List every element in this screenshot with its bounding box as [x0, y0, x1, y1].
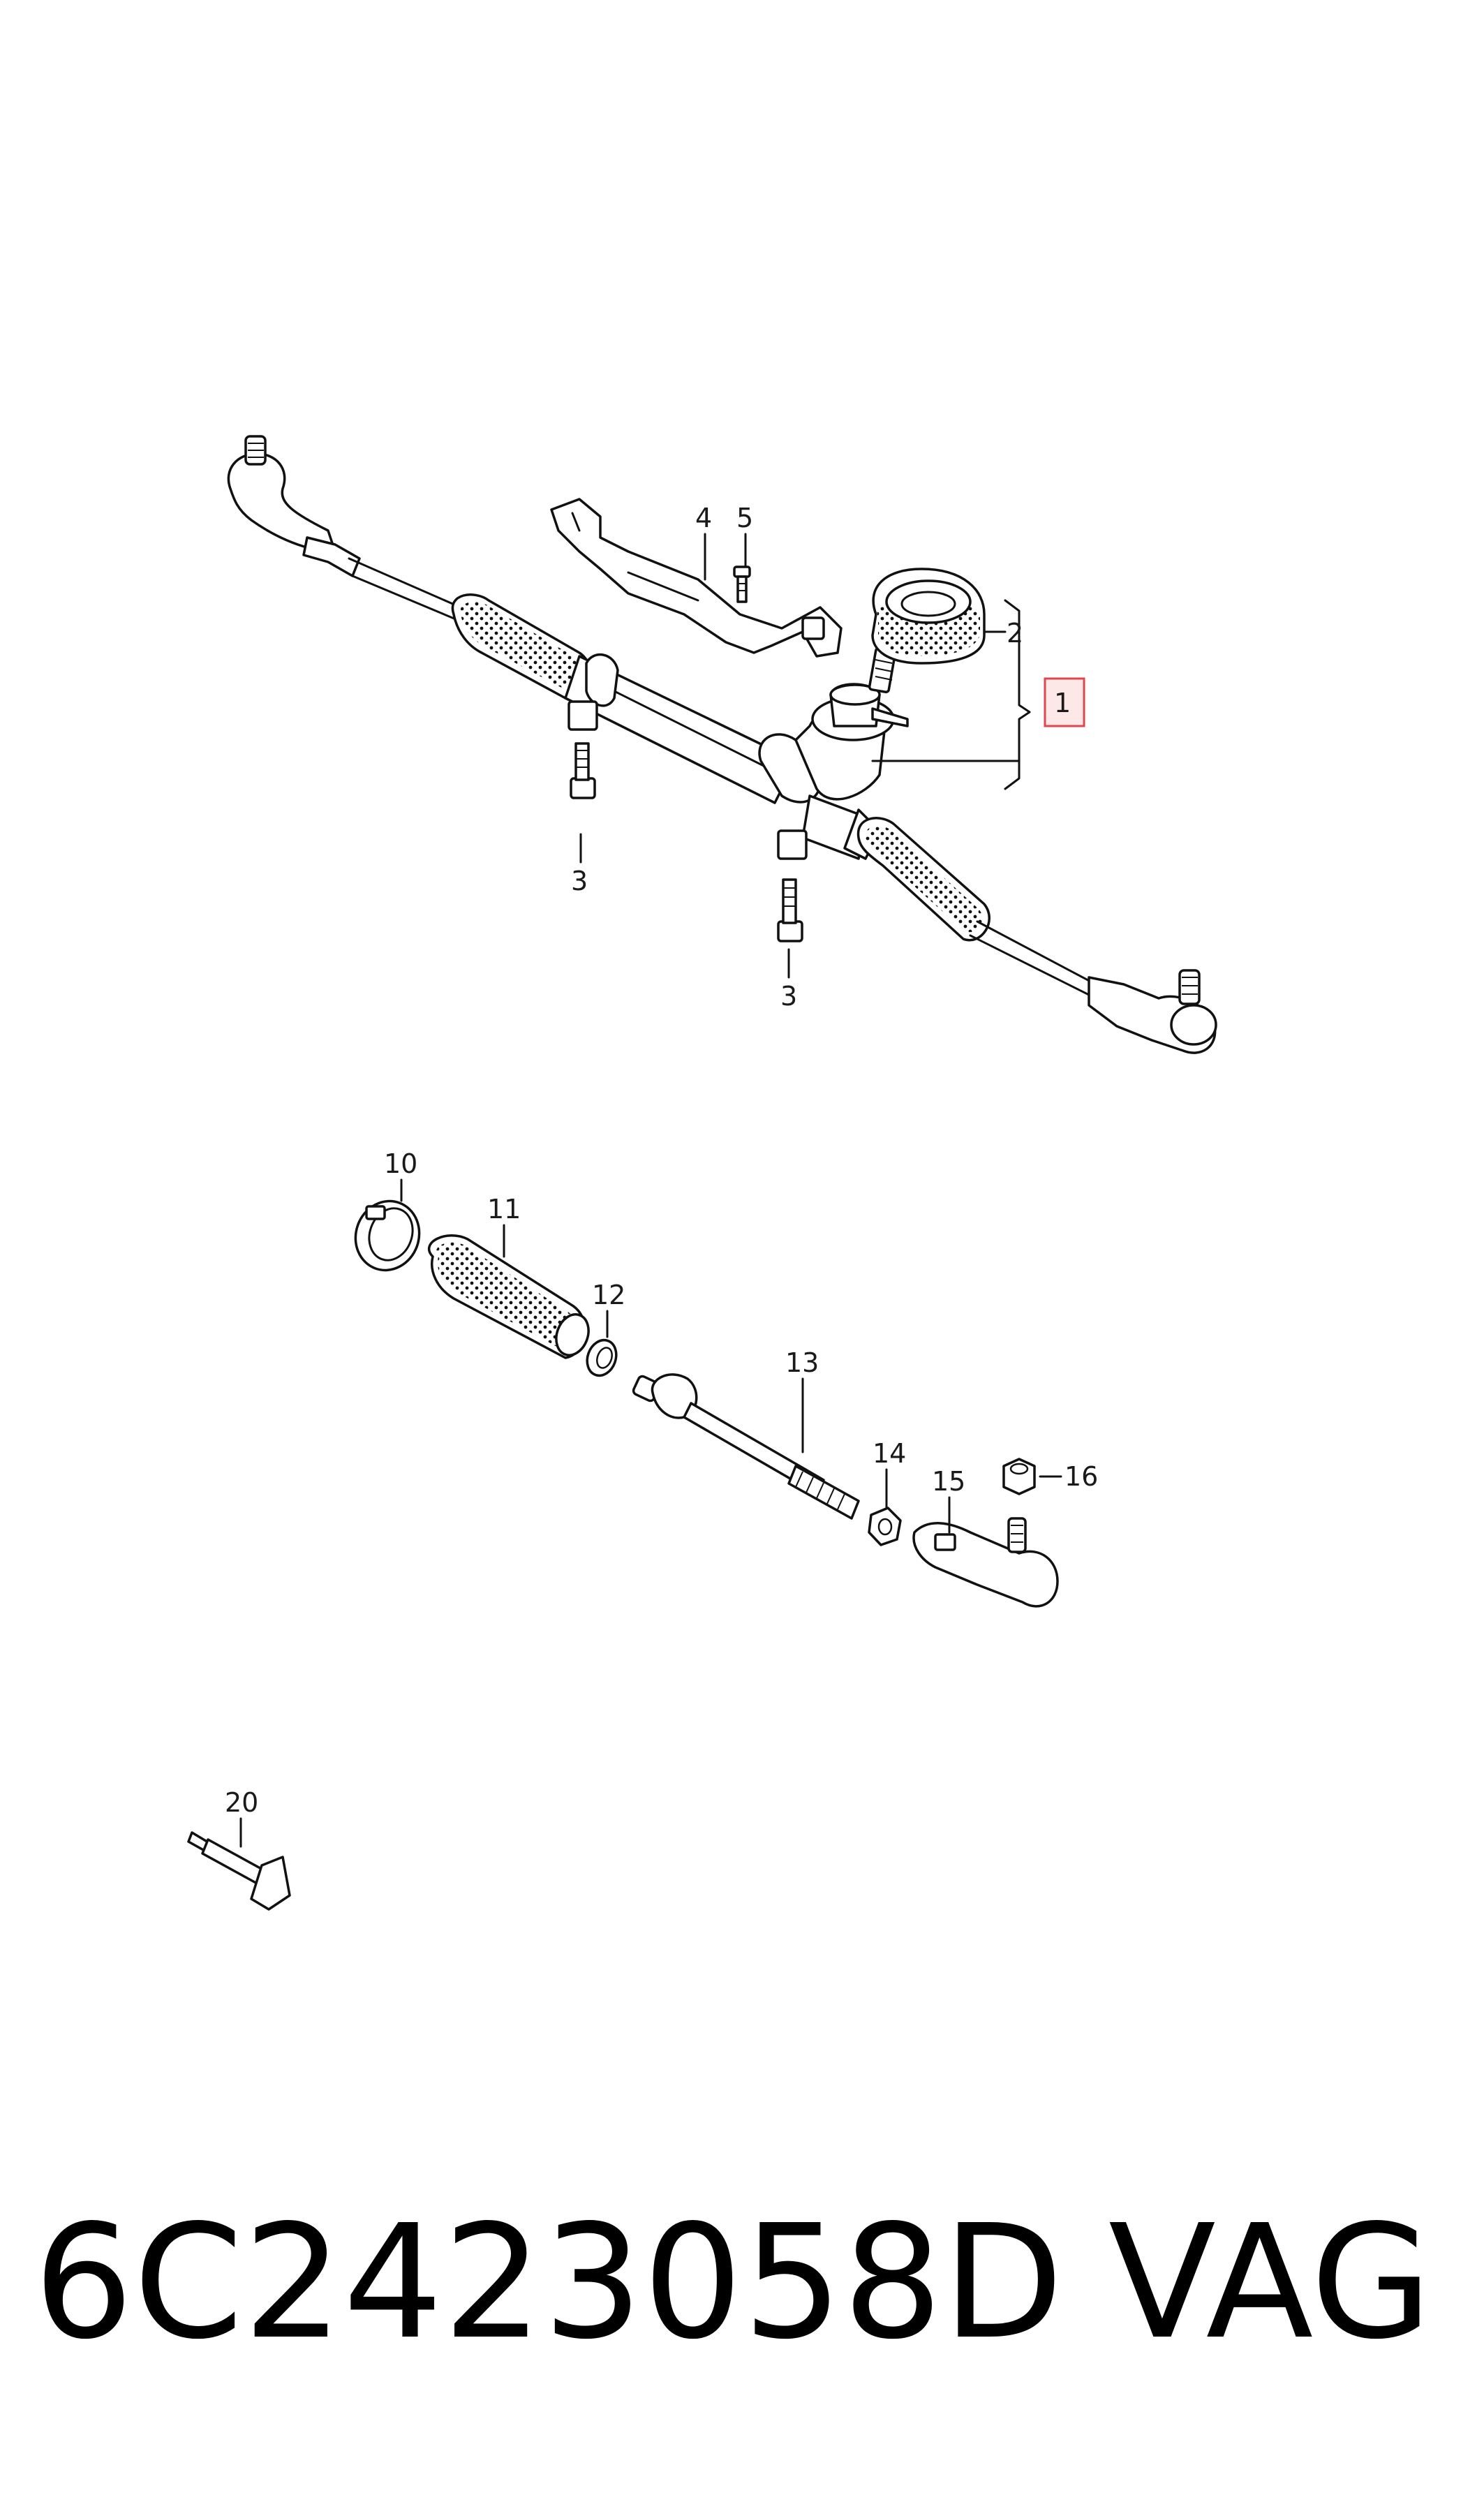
callout-1[interactable]: 1 — [1054, 688, 1071, 718]
callout-4[interactable]: 4 — [695, 503, 712, 533]
callout-14[interactable]: 14 — [873, 1438, 906, 1469]
clamp-ring — [354, 1199, 421, 1272]
small-clamp — [586, 1338, 618, 1377]
lock-nut — [868, 1507, 902, 1546]
callout-11[interactable]: 11 — [487, 1194, 521, 1224]
callout-15[interactable]: 15 — [932, 1466, 965, 1497]
bracket — [550, 498, 843, 658]
boot-bellows — [427, 1234, 590, 1359]
part-number: 6C2423058D — [34, 2191, 1064, 2374]
callout-10[interactable]: 10 — [384, 1148, 417, 1179]
steering-rack-assembly — [227, 435, 1217, 1054]
callout-12[interactable]: 12 — [592, 1280, 625, 1310]
leader-lines-upper — [579, 533, 1031, 979]
callout-20[interactable]: 20 — [225, 1787, 258, 1818]
screw-5 — [733, 565, 751, 603]
highlight-box-part-1 — [1044, 677, 1085, 727]
brand-name: VAG — [1108, 2191, 1432, 2374]
callout-3-right[interactable]: 3 — [780, 981, 797, 1012]
grease-tube — [187, 1831, 291, 1911]
left-tie-rod-end — [227, 435, 361, 577]
callout-16[interactable]: 16 — [1064, 1461, 1098, 1492]
leader-lines-lower — [239, 1178, 1062, 1848]
bolt-3-right — [777, 878, 803, 942]
callout-2[interactable]: 2 — [1007, 618, 1023, 649]
footer-caption: 6C2423058D VAG — [34, 2178, 1450, 2388]
rack-housing — [564, 646, 909, 860]
inner-tie-rod — [632, 1373, 860, 1520]
gasket-seal — [871, 568, 986, 665]
nut-16 — [1002, 1458, 1036, 1495]
bolt-3-left — [570, 742, 596, 799]
right-tie-rod-end — [1088, 969, 1217, 1054]
callout-3-left[interactable]: 3 — [571, 866, 588, 896]
outer-tie-rod-end — [912, 1517, 1059, 1608]
callout-5[interactable]: 5 — [736, 503, 753, 533]
callout-13[interactable]: 13 — [785, 1347, 819, 1378]
left-boot — [451, 593, 591, 700]
right-boot — [856, 817, 990, 942]
